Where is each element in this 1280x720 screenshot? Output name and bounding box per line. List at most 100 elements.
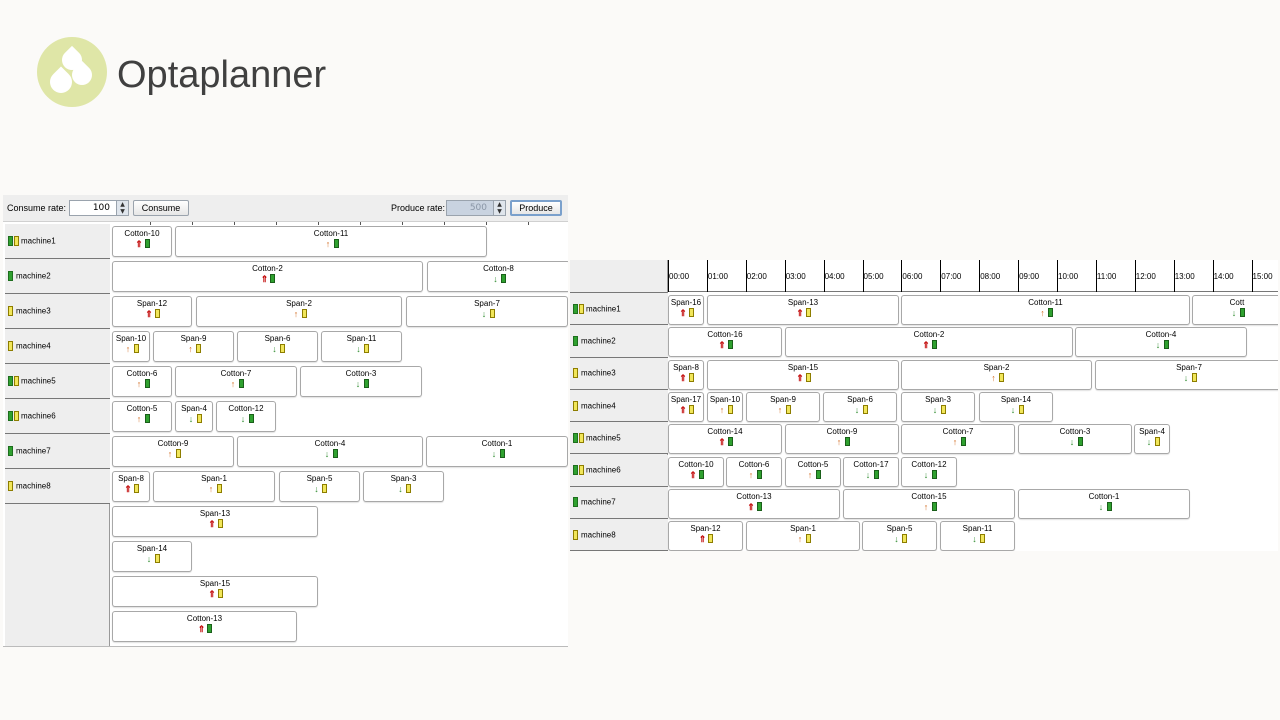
task-block[interactable]: Span-13⇑ xyxy=(707,295,899,325)
task-block[interactable]: Span-12⇑ xyxy=(112,296,192,327)
task-block[interactable]: Span-14↓ xyxy=(979,391,1053,422)
task-block[interactable]: Span-10↑ xyxy=(112,331,150,362)
up-arrow-icon: ↑ xyxy=(188,344,193,354)
task-block[interactable]: Span-16⇑ xyxy=(668,295,704,325)
task-indicators: ⇑ xyxy=(113,484,149,494)
task-indicators: ↑ xyxy=(113,414,171,424)
task-block[interactable]: Cotton-2⇑ xyxy=(112,261,423,292)
task-block[interactable]: Cotton-9↑ xyxy=(112,436,234,467)
task-indicators: ↓ xyxy=(427,449,567,459)
consume-rate-spinner[interactable]: 100 ▲▼ xyxy=(69,200,129,216)
task-block[interactable]: Span-7↓ xyxy=(1095,359,1278,390)
scale-tick xyxy=(528,222,529,225)
task-block[interactable]: Cotton-8↓ xyxy=(427,261,568,292)
green-resource-icon xyxy=(207,624,212,633)
task-block[interactable]: Span-5↓ xyxy=(279,471,360,502)
task-block[interactable]: Span-11↓ xyxy=(940,521,1015,551)
yellow-resource-icon xyxy=(154,309,160,318)
task-block[interactable]: Span-7↓ xyxy=(406,296,568,327)
up-arrow-icon: ↑ xyxy=(325,239,331,249)
task-block[interactable]: Span-10↑ xyxy=(707,391,743,422)
scale-tick xyxy=(192,222,193,225)
up-arrow-icon: ↑ xyxy=(230,379,236,389)
task-block[interactable]: Span-8⇑ xyxy=(112,471,150,502)
consume-button[interactable]: Consume xyxy=(133,200,189,216)
task-block[interactable]: Cott↓ xyxy=(1192,295,1278,325)
task-block[interactable]: Span-15⇑ xyxy=(112,576,318,607)
task-block[interactable]: Cotton-13⇑ xyxy=(112,611,297,642)
task-name: Span-2 xyxy=(286,299,312,308)
machine-row-header: machine2 xyxy=(570,325,668,358)
task-indicators: ↓ xyxy=(280,484,359,494)
task-name: Span-1 xyxy=(790,524,816,534)
up-arrow-icon: ↑ xyxy=(1040,308,1045,318)
task-block[interactable]: Span-9↑ xyxy=(746,391,820,422)
down-arrow-icon: ↓ xyxy=(854,404,860,415)
task-block[interactable]: Cotton-1↓ xyxy=(426,436,568,467)
task-block[interactable]: Span-6↓ xyxy=(823,391,897,422)
down-arrow-icon: ↓ xyxy=(398,484,403,494)
task-block[interactable]: Cotton-7↑ xyxy=(901,424,1015,455)
task-block[interactable]: Span-1↑ xyxy=(153,471,275,502)
task-block[interactable]: Cotton-14⇑ xyxy=(668,424,782,455)
task-block[interactable]: Cotton-12↓ xyxy=(216,401,276,432)
task-block[interactable]: Cotton-5↑ xyxy=(785,456,841,487)
task-block[interactable]: Cotton-10⇑ xyxy=(112,226,172,257)
produce-button[interactable]: Produce xyxy=(510,200,562,216)
task-block[interactable]: Span-3↓ xyxy=(901,391,975,422)
task-block[interactable]: Span-12⇑ xyxy=(668,521,743,551)
task-block[interactable]: Span-9↑ xyxy=(153,331,234,362)
task-block[interactable]: Span-4↓ xyxy=(175,401,213,432)
left-schedule-panel: Consume rate: 100 ▲▼ Consume Produce rat… xyxy=(3,195,568,647)
task-block[interactable]: Cotton-12↓ xyxy=(901,456,957,487)
machine-icon xyxy=(8,271,13,281)
spinner-arrows-icon[interactable]: ▲▼ xyxy=(116,201,128,215)
task-block[interactable]: Span-2↑ xyxy=(196,296,402,327)
task-block[interactable]: Span-2↑ xyxy=(901,359,1092,390)
task-block[interactable]: Cotton-17↓ xyxy=(843,456,899,487)
task-block[interactable]: Cotton-6↑ xyxy=(112,366,172,397)
task-block[interactable]: Span-8⇑ xyxy=(668,359,704,390)
task-indicators: ⇑ xyxy=(708,372,898,383)
task-block[interactable]: Span-13⇑ xyxy=(112,506,318,537)
task-block[interactable]: Cotton-15↑ xyxy=(843,488,1015,519)
machine-name: machine4 xyxy=(581,401,616,411)
down-arrow-icon: ↓ xyxy=(188,414,194,424)
produce-rate-label: Produce rate: xyxy=(391,203,446,213)
task-block[interactable]: Cotton-2⇑ xyxy=(785,327,1073,358)
task-name: Cotton-5 xyxy=(797,459,829,469)
task-block[interactable]: Span-4↓ xyxy=(1134,424,1170,455)
task-block[interactable]: Span-11↓ xyxy=(321,331,402,362)
task-block[interactable]: Cotton-7↑ xyxy=(175,366,297,397)
down-arrow-icon: ↓ xyxy=(240,414,246,424)
task-block[interactable]: Cotton-1↓ xyxy=(1018,488,1190,519)
task-block[interactable]: Span-14↓ xyxy=(112,541,192,572)
task-block[interactable]: Cotton-5↑ xyxy=(112,401,172,432)
machine-row-header: machine4 xyxy=(5,329,110,364)
task-block[interactable]: Cotton-4↓ xyxy=(1075,327,1247,358)
task-block[interactable]: Span-3↓ xyxy=(363,471,444,502)
yellow-resource-icon xyxy=(999,372,1004,382)
task-name: Cotton-1 xyxy=(481,439,513,448)
task-block[interactable]: Cotton-3↓ xyxy=(1018,424,1132,455)
task-block[interactable]: Cotton-6↑ xyxy=(726,456,782,487)
task-block[interactable]: Cotton-16⇑ xyxy=(668,327,782,358)
task-indicators: ⇑ xyxy=(669,501,839,512)
down-arrow-icon: ↓ xyxy=(1098,501,1104,512)
task-block[interactable]: Cotton-3↓ xyxy=(300,366,422,397)
task-block[interactable]: Cotton-11↑ xyxy=(901,295,1190,325)
task-block[interactable]: Cotton-4↓ xyxy=(237,436,423,467)
task-block[interactable]: Span-1↑ xyxy=(746,521,860,551)
task-block[interactable]: Cotton-10⇑ xyxy=(668,456,724,487)
task-block[interactable]: Span-15⇑ xyxy=(707,359,899,390)
task-block[interactable]: Cotton-13⇑ xyxy=(668,488,840,519)
task-name: Cotton-17 xyxy=(853,459,889,469)
up-arrow-icon: ↑ xyxy=(208,484,214,494)
up-arrow-icon: ↑ xyxy=(923,501,929,512)
task-block[interactable]: Span-6↓ xyxy=(237,331,318,362)
task-block[interactable]: Cotton-9↑ xyxy=(785,424,899,455)
task-block[interactable]: Cotton-11↑ xyxy=(175,226,487,257)
task-block[interactable]: Span-5↓ xyxy=(862,521,937,551)
task-block[interactable]: Span-17⇑ xyxy=(668,391,704,422)
task-indicators: ↑ xyxy=(786,469,840,480)
